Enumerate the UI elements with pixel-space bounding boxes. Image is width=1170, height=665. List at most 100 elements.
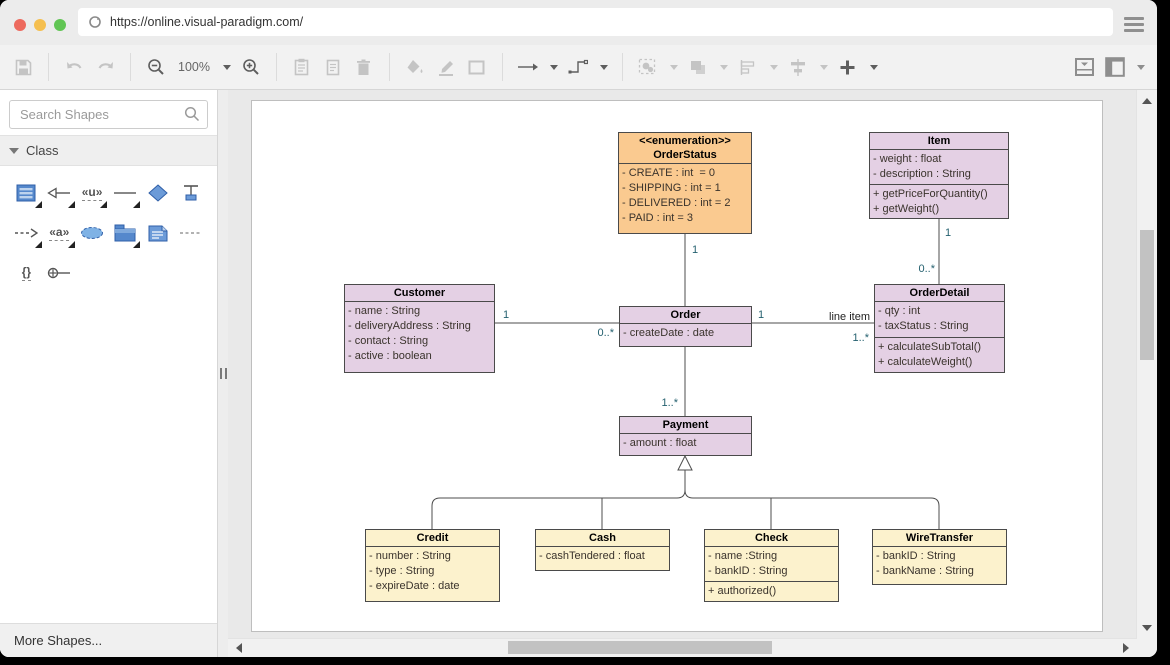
- scroll-right-icon[interactable]: [1123, 643, 1129, 653]
- horizontal-scroll-thumb[interactable]: [508, 641, 772, 654]
- generalization-shape-icon[interactable]: [43, 180, 76, 208]
- class-order[interactable]: Order- createDate : date: [619, 306, 752, 347]
- class-operations: + getPriceForQuantity()+ getWeight(): [870, 184, 1008, 219]
- elbow-connector-button[interactable]: [567, 55, 589, 79]
- connector-style-dropdown-icon[interactable]: [549, 64, 558, 70]
- search-shapes-input[interactable]: [9, 100, 208, 129]
- align-button[interactable]: [737, 55, 759, 79]
- svg-text:0..*: 0..*: [597, 327, 614, 339]
- class-header: OrderDetail: [909, 287, 970, 299]
- class-operations: + calculateSubTotal()+ calculateWeight(): [875, 337, 1004, 372]
- scrollbar-corner: [1137, 639, 1157, 657]
- minimize-window-button[interactable]: [34, 19, 46, 31]
- scroll-up-icon[interactable]: [1142, 98, 1152, 104]
- provided-interface-shape-icon[interactable]: [43, 260, 76, 286]
- selection-tool-button[interactable]: [637, 55, 659, 79]
- resize-grip-icon: [220, 368, 227, 379]
- class-attributes: - number : String- type : String- expire…: [366, 546, 499, 601]
- shape-style-button[interactable]: [466, 55, 488, 79]
- class-orderdetail[interactable]: OrderDetail - qty : int- taxStatus : Stri…: [874, 284, 1005, 373]
- maximize-window-button[interactable]: [54, 19, 66, 31]
- class-header: Item: [927, 135, 951, 147]
- containment-shape-icon[interactable]: [174, 220, 207, 246]
- class-header: Cash: [589, 532, 616, 544]
- horizontal-scrollbar[interactable]: [228, 638, 1137, 657]
- class-customer[interactable]: Customer- name : String- deliveryAddress…: [344, 284, 495, 373]
- zoom-out-button[interactable]: [145, 55, 167, 79]
- delete-button[interactable]: [353, 55, 375, 79]
- url-bar[interactable]: https://online.visual-paradigm.com/: [78, 8, 1113, 36]
- menu-icon[interactable]: [1124, 17, 1144, 32]
- distribute-dropdown-icon[interactable]: [819, 64, 828, 70]
- class-attributes: - createDate : date: [620, 323, 751, 346]
- class-wiretransfer[interactable]: WireTransfer- bankID : String- bankName …: [872, 529, 1007, 585]
- bring-to-front-dropdown-icon[interactable]: [719, 64, 728, 70]
- redo-button[interactable]: [94, 55, 116, 79]
- toggle-side-panel-button[interactable]: [1104, 55, 1126, 79]
- class-section-header[interactable]: Class: [0, 135, 217, 166]
- shape-sidebar: Class «u»: [0, 90, 218, 657]
- zoom-level-value[interactable]: 100%: [178, 60, 210, 74]
- class-credit[interactable]: Credit- number : String- type : String- …: [365, 529, 500, 602]
- distribute-button[interactable]: [787, 55, 809, 79]
- paste-button[interactable]: [291, 55, 313, 79]
- toggle-bottom-panel-button[interactable]: [1073, 55, 1095, 79]
- class-attributes: - qty : int- taxStatus : String: [875, 301, 1004, 337]
- class-orderstatus[interactable]: <<enumeration>>OrderStatus- CREATE : int…: [618, 132, 752, 234]
- class-check[interactable]: Check- name :String- bankID : String+ au…: [704, 529, 839, 602]
- note-shape-icon[interactable]: [141, 220, 174, 246]
- class-cash[interactable]: Cash - cashTendered : float: [535, 529, 670, 571]
- align-dropdown-icon[interactable]: [769, 64, 778, 70]
- vertical-scroll-thumb[interactable]: [1140, 230, 1154, 360]
- sidebar-resize-handle[interactable]: [218, 90, 228, 657]
- collaboration-shape-icon[interactable]: [76, 220, 109, 246]
- add-shape-button[interactable]: [837, 55, 859, 79]
- save-button[interactable]: [12, 55, 34, 79]
- dependency-shape-icon[interactable]: [10, 220, 43, 248]
- svg-text:1..*: 1..*: [661, 397, 678, 409]
- url-text[interactable]: https://online.visual-paradigm.com/: [110, 15, 304, 29]
- package-shape-icon[interactable]: [108, 220, 141, 248]
- svg-text:1..*: 1..*: [852, 332, 869, 344]
- class-section-label: Class: [26, 143, 59, 158]
- class-header: WireTransfer: [905, 532, 974, 544]
- svg-text:0..*: 0..*: [918, 263, 935, 275]
- scroll-left-icon[interactable]: [236, 643, 242, 653]
- connector-style-button[interactable]: [517, 55, 539, 79]
- class-attributes: - cashTendered : float: [536, 546, 669, 570]
- selection-tool-dropdown-icon[interactable]: [669, 64, 678, 70]
- nary-association-shape-icon[interactable]: [141, 180, 174, 206]
- fill-color-button[interactable]: [404, 55, 426, 79]
- class-shape-icon[interactable]: [10, 180, 43, 208]
- elbow-connector-dropdown-icon[interactable]: [599, 64, 608, 70]
- more-shapes-button[interactable]: More Shapes...: [0, 623, 217, 657]
- add-shape-dropdown-icon[interactable]: [869, 64, 878, 70]
- class-payment[interactable]: Payment- amount : float: [619, 416, 752, 456]
- bring-to-front-button[interactable]: [687, 55, 709, 79]
- svg-text:1: 1: [758, 309, 764, 321]
- editor-toolbar: 100%: [0, 45, 1157, 90]
- class-item[interactable]: Item - weight : float- description : Stri…: [869, 132, 1009, 219]
- scroll-down-icon[interactable]: [1142, 625, 1152, 631]
- undo-button[interactable]: [63, 55, 85, 79]
- class-attributes: - name :String- bankID : String: [705, 546, 838, 581]
- zoom-level-dropdown-icon[interactable]: [222, 64, 231, 70]
- copy-button[interactable]: [322, 55, 344, 79]
- zoom-in-button[interactable]: [240, 55, 262, 79]
- svg-text:1: 1: [692, 244, 698, 256]
- anchor-shape-icon[interactable]: [174, 180, 207, 206]
- collapse-icon: [9, 147, 19, 154]
- constraint-shape-icon[interactable]: {}: [21, 265, 32, 281]
- reload-icon[interactable]: [88, 15, 102, 29]
- side-panel-dropdown-icon[interactable]: [1137, 64, 1145, 70]
- vertical-scrollbar[interactable]: [1136, 90, 1157, 639]
- line-color-button[interactable]: [435, 55, 457, 79]
- stereotype-shape-icon[interactable]: «a»: [43, 220, 76, 248]
- class-attributes: - name : String- deliveryAddress : Strin…: [345, 301, 494, 372]
- class-attributes: - weight : float- description : String: [870, 149, 1008, 184]
- association-shape-icon[interactable]: [108, 180, 141, 208]
- usage-shape-icon[interactable]: «u»: [76, 180, 109, 208]
- close-window-button[interactable]: [14, 19, 26, 31]
